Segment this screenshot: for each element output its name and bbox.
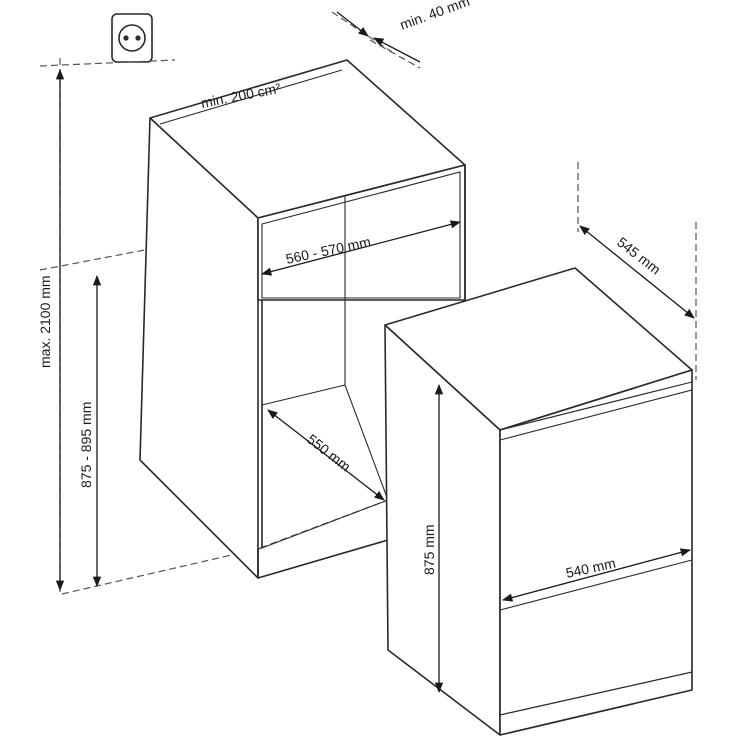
label-appliance-height: 875 mm bbox=[421, 524, 437, 575]
label-max-height: max. 2100 mm bbox=[37, 275, 53, 368]
label-niche-depth: 550 mm bbox=[304, 431, 354, 475]
fridge-appliance bbox=[384, 267, 693, 736]
label-appliance-depth: 545 mm bbox=[614, 234, 664, 278]
dimension-arrows bbox=[55, 11, 695, 694]
label-niche-height: 875 - 895 mm bbox=[78, 402, 94, 488]
socket-icon bbox=[111, 13, 153, 63]
label-vent-gap: min. 40 mm bbox=[398, 0, 472, 33]
